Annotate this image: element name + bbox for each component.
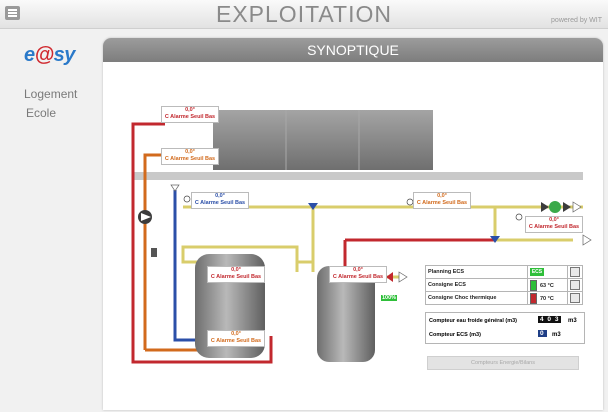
planning-label: Planning ECS: [425, 265, 528, 279]
valve-icon: [386, 272, 393, 282]
temp-tag-left-blue[interactable]: 0,0°C Alarme Seuil Bas: [191, 192, 249, 209]
edit-consigne-ecs-icon[interactable]: [570, 280, 580, 290]
top-bar: EXPLOITATION powered by WIT: [0, 0, 608, 29]
sidebar-item-logement[interactable]: Logement: [24, 87, 78, 101]
temp-tag-tank1-top[interactable]: 0,0°C Alarme Seuil Bas: [207, 266, 265, 283]
ecs-settings-table: Planning ECS ECS Consigne ECS 63 °C Cons…: [425, 265, 583, 305]
edit-consigne-choc-icon[interactable]: [570, 293, 580, 303]
temp-tag-tank1-bottom[interactable]: 0,0°C Alarme Seuil Bas: [207, 330, 265, 347]
gauge-icon: [529, 292, 537, 304]
cold-water-unit: m3: [568, 318, 577, 324]
consigne-ecs-label: Consigne ECS: [425, 278, 528, 292]
energy-counters-button[interactable]: Compteurs Energie/Bilans: [427, 356, 579, 370]
planning-state: ECS: [529, 268, 544, 276]
easy-logo: e@sy: [24, 44, 75, 66]
temp-tag-right-1[interactable]: 0,0°C Alarme Seuil Bas: [525, 216, 583, 233]
cold-water-counter-label: Compteur eau froide général (m3): [429, 318, 518, 324]
pipe-cold: [173, 190, 195, 342]
consigne-ecs-value: 63 °C: [539, 282, 554, 289]
pipe-hot: [131, 122, 273, 364]
sidebar: e@sy Logement Ecole: [0, 29, 100, 412]
synoptique-panel: SYNOPTIQUE: [103, 38, 603, 410]
ecs-unit: m3: [552, 332, 561, 338]
pump-right-icon: [549, 201, 561, 213]
counters-box: Compteur eau froide général (m3) 4 0 3 m…: [425, 312, 585, 344]
tank-2: [317, 266, 375, 362]
temp-tag-mid[interactable]: 0,0°C Alarme Seuil Bas: [413, 192, 471, 209]
ecs-counter-label: Compteur ECS (m3): [429, 332, 481, 338]
gauge-icon: [529, 279, 537, 291]
app-title: EXPLOITATION: [215, 1, 392, 27]
cold-water-counter-value: 4 0 3: [538, 316, 562, 323]
sidebar-item-ecole[interactable]: Ecole: [26, 106, 57, 120]
floor-slab: [133, 172, 583, 180]
edit-planning-icon[interactable]: [570, 267, 580, 277]
consigne-choc-label: Consigne Choc thermique: [425, 291, 528, 305]
valve-percent: 100%: [381, 295, 398, 301]
temp-tag-top-1[interactable]: 0,0°C Alarme Seuil Bas: [161, 106, 219, 123]
panel-title: SYNOPTIQUE: [103, 38, 603, 62]
consigne-choc-value: 70 °C: [539, 295, 554, 302]
powered-by: powered by WIT: [551, 17, 602, 24]
temp-tag-top-2[interactable]: 0,0°C Alarme Seuil Bas: [161, 148, 219, 165]
menu-icon[interactable]: [5, 6, 20, 20]
ecs-counter-value: 0: [538, 330, 547, 337]
temp-tag-tank2-top[interactable]: 0,0°C Alarme Seuil Bas: [329, 266, 387, 283]
